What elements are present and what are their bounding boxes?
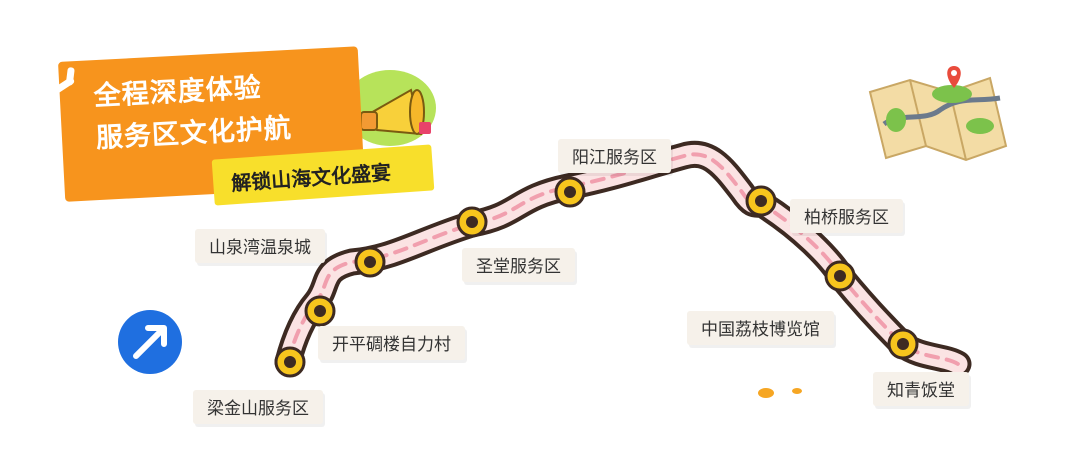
stop-label[interactable]: 圣堂服务区 xyxy=(462,248,575,282)
banner-line-2: 服务区文化护航 xyxy=(95,112,293,155)
stop-marker[interactable] xyxy=(354,246,386,278)
stop-marker[interactable] xyxy=(887,328,919,360)
decor-dot xyxy=(792,388,802,394)
stop-label[interactable]: 中国荔枝博览馆 xyxy=(687,311,834,345)
stop-label[interactable]: 柏桥服务区 xyxy=(790,199,903,233)
megaphone-icon xyxy=(344,70,436,146)
stop-label[interactable]: 开平碉楼自力村 xyxy=(318,326,465,360)
stop-marker[interactable] xyxy=(274,346,306,378)
stop-label[interactable]: 阳江服务区 xyxy=(558,139,671,173)
folded-map-icon xyxy=(868,66,1008,162)
stop-label[interactable]: 梁金山服务区 xyxy=(193,390,323,424)
stop-marker[interactable] xyxy=(745,185,777,217)
stop-label[interactable]: 知青饭堂 xyxy=(873,372,969,406)
navigation-arrow-icon[interactable] xyxy=(118,310,182,374)
banner-line-1: 全程深度体验 xyxy=(93,72,263,113)
tagline-text: 解锁山海文化盛宴 xyxy=(230,160,392,196)
stop-label[interactable]: 山泉湾温泉城 xyxy=(195,229,325,263)
stop-marker[interactable] xyxy=(824,260,856,292)
stop-marker[interactable] xyxy=(304,295,336,327)
stop-marker[interactable] xyxy=(554,176,586,208)
stop-marker[interactable] xyxy=(456,206,488,238)
decor-dot xyxy=(758,388,774,398)
